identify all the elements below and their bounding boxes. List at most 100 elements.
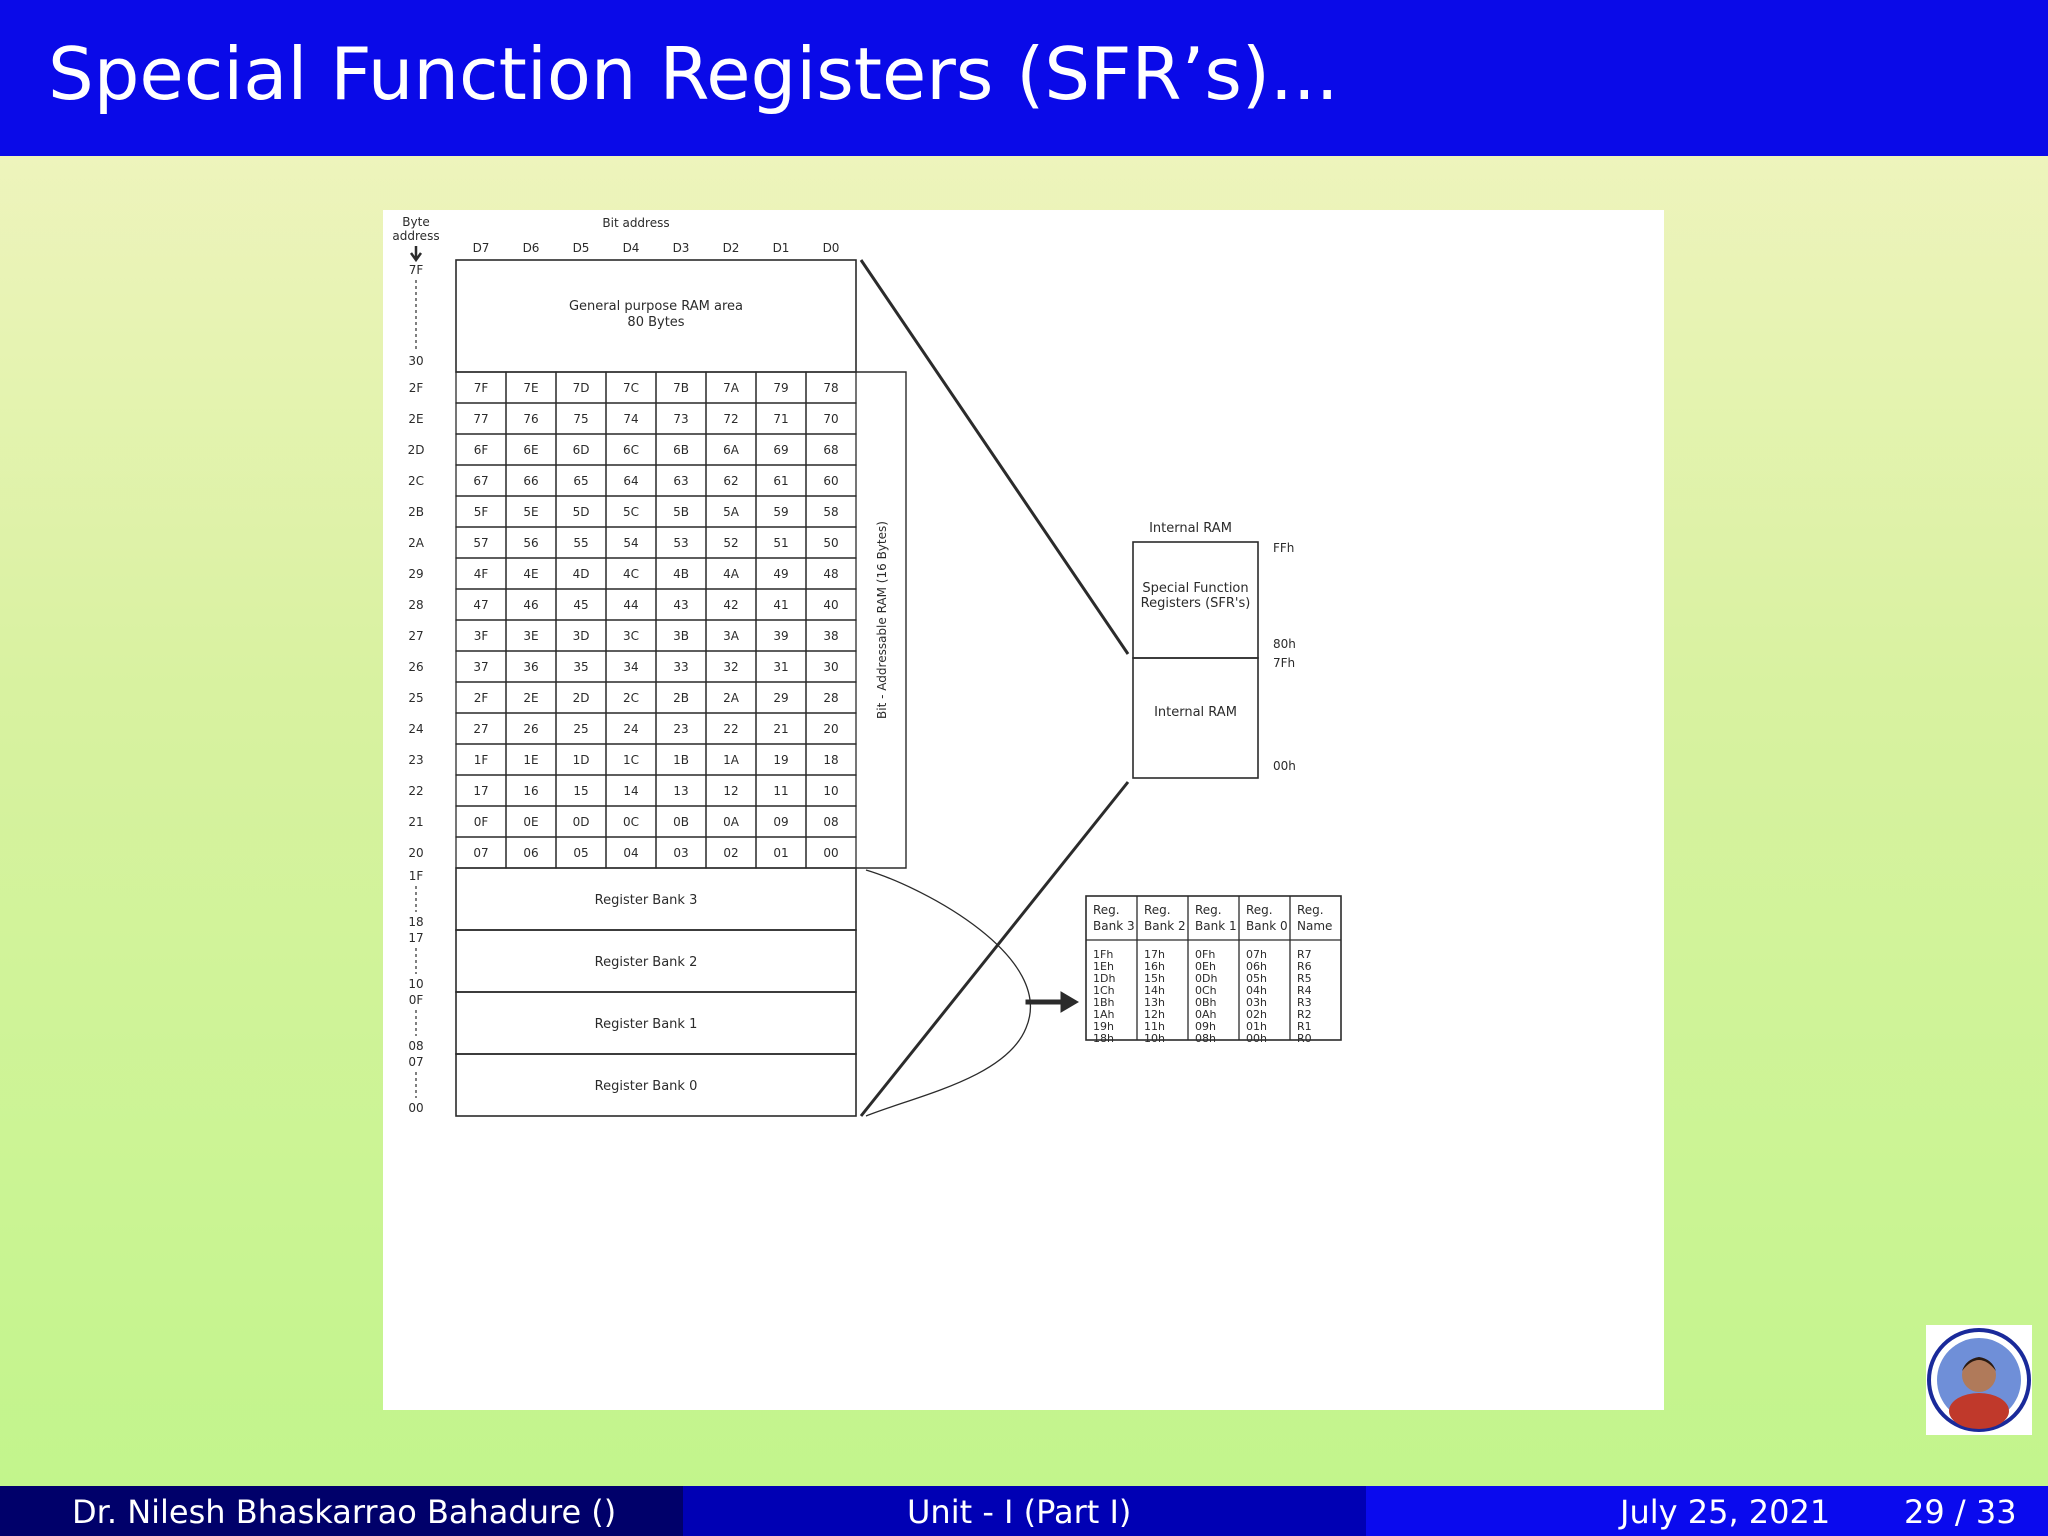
- bit-row-byte-address: 2E: [408, 412, 423, 426]
- bit-address-value: 44: [623, 598, 638, 612]
- bit-header: D6: [523, 241, 540, 255]
- bit-address-value: 0E: [523, 815, 538, 829]
- bit-address-value: 19: [773, 753, 788, 767]
- register-bank-addr-bottom: 10: [408, 977, 423, 991]
- register-table-cell: 05h: [1246, 972, 1267, 985]
- register-table-cell: 1Ch: [1093, 984, 1115, 997]
- register-table-cell: 09h: [1195, 1020, 1216, 1033]
- bit-address-value: 3A: [723, 629, 740, 643]
- bit-address-value: 04: [623, 846, 638, 860]
- bit-address-value: 24: [623, 722, 638, 736]
- bit-row-byte-address: 2A: [408, 536, 425, 550]
- bit-address-value: 6C: [623, 443, 639, 457]
- bit-address-value: 07: [473, 846, 488, 860]
- gp-ram-addr-bottom: 30: [408, 354, 423, 368]
- register-bank-addr-top: 1F: [409, 869, 424, 883]
- register-table-cell: 18h: [1093, 1032, 1114, 1045]
- register-bank-label: Register Bank 0: [595, 1079, 698, 1094]
- logo-hair: [1962, 1357, 1996, 1371]
- register-bank-block: [455, 1053, 857, 1117]
- bit-address-value: 40: [823, 598, 838, 612]
- register-table-cell: 0Fh: [1195, 948, 1215, 961]
- slide-title: Special Function Registers (SFR’s)...: [48, 32, 1339, 116]
- register-table-cell: R1: [1297, 1020, 1312, 1033]
- footer-author: Dr. Nilesh Bhaskarrao Bahadure (): [72, 1493, 617, 1531]
- register-table-cell: 07h: [1246, 948, 1267, 961]
- bit-address-value: 72: [723, 412, 738, 426]
- footer-page: 29 / 33: [1904, 1493, 2017, 1531]
- bit-header: D1: [773, 241, 790, 255]
- bit-row-byte-address: 24: [408, 722, 423, 736]
- bit-address-value: 47: [473, 598, 488, 612]
- register-table-cell: 16h: [1144, 960, 1165, 973]
- bit-address-value: 36: [523, 660, 538, 674]
- bit-address-value: 14: [623, 784, 638, 798]
- bit-row-byte-address: 2B: [408, 505, 424, 519]
- register-table-cell: 0Ch: [1195, 984, 1217, 997]
- bit-row-byte-address: 25: [408, 691, 423, 705]
- bit-address-value: 13: [673, 784, 688, 798]
- bit-address-value: 7D: [573, 381, 590, 395]
- bit-address-value: 57: [473, 536, 488, 550]
- register-table-header-2: Bank 3: [1093, 919, 1135, 933]
- bit-addressable-label: Bit - Addressable RAM (16 Bytes): [875, 521, 889, 719]
- footer-left: Dr. Nilesh Bhaskarrao Bahadure (): [0, 1486, 683, 1536]
- register-table-cell: 04h: [1246, 984, 1267, 997]
- bit-address-value: 2E: [523, 691, 538, 705]
- sfr-label-2: Registers (SFR's): [1141, 596, 1251, 611]
- byte-address-label-2: address: [392, 229, 439, 243]
- bit-address-value: 3D: [573, 629, 590, 643]
- register-table-cell: 0Bh: [1195, 996, 1217, 1009]
- bit-address-value: 4C: [623, 567, 639, 581]
- bit-row-byte-address: 21: [408, 815, 423, 829]
- zoom-connector-bottom: [859, 781, 1130, 1117]
- bit-address-value: 1B: [673, 753, 689, 767]
- bit-address-value: 6B: [673, 443, 689, 457]
- bit-address-value: 71: [773, 412, 788, 426]
- bit-address-value: 08: [823, 815, 838, 829]
- register-bank-addr-top: 17: [408, 931, 423, 945]
- bit-address-value: 22: [723, 722, 738, 736]
- bit-address-value: 1D: [573, 753, 590, 767]
- bit-address-value: 01: [773, 846, 788, 860]
- bit-address-value: 12: [723, 784, 738, 798]
- bit-address-value: 2D: [573, 691, 590, 705]
- bit-address-value: 46: [523, 598, 538, 612]
- bit-addressable-bracket: [856, 371, 907, 869]
- bit-address-value: 6E: [523, 443, 538, 457]
- bit-address-value: 17: [473, 784, 488, 798]
- register-table-cell: 11h: [1144, 1020, 1165, 1033]
- bit-address-value: 1F: [474, 753, 489, 767]
- bit-address-value: 31: [773, 660, 788, 674]
- bit-address-value: 70: [823, 412, 838, 426]
- bit-address-value: 00: [823, 846, 838, 860]
- register-table-cell: R3: [1297, 996, 1312, 1009]
- register-table-cell: 02h: [1246, 1008, 1267, 1021]
- bit-row-byte-address: 28: [408, 598, 423, 612]
- register-table-cell: 1Eh: [1093, 960, 1114, 973]
- register-table-cell: 1Ah: [1093, 1008, 1115, 1021]
- address-00h: 00h: [1273, 759, 1296, 773]
- bit-address-value: 77: [473, 412, 488, 426]
- bit-address-value: 3C: [623, 629, 639, 643]
- bit-row-byte-address: 20: [408, 846, 423, 860]
- register-table-cell: 19h: [1093, 1020, 1114, 1033]
- bit-address-value: 42: [723, 598, 738, 612]
- bit-address-value: 6A: [723, 443, 740, 457]
- bit-address-value: 37: [473, 660, 488, 674]
- title-bar: Special Function Registers (SFR’s)...: [0, 0, 2048, 156]
- register-table-cell: 0Eh: [1195, 960, 1216, 973]
- bit-row-byte-address: 29: [408, 567, 423, 581]
- general-purpose-ram-label: General purpose RAM area: [569, 299, 743, 314]
- register-bank-label: Register Bank 2: [595, 955, 698, 970]
- bit-address-value: 4F: [474, 567, 489, 581]
- internal-ram-title: Internal RAM: [1149, 521, 1232, 536]
- bit-header: D7: [473, 241, 490, 255]
- logo-shirt: [1949, 1393, 2009, 1429]
- bit-address-value: 7C: [623, 381, 639, 395]
- register-table-cell: R0: [1297, 1032, 1312, 1045]
- bit-address-value: 1C: [623, 753, 639, 767]
- bit-address-value: 69: [773, 443, 788, 457]
